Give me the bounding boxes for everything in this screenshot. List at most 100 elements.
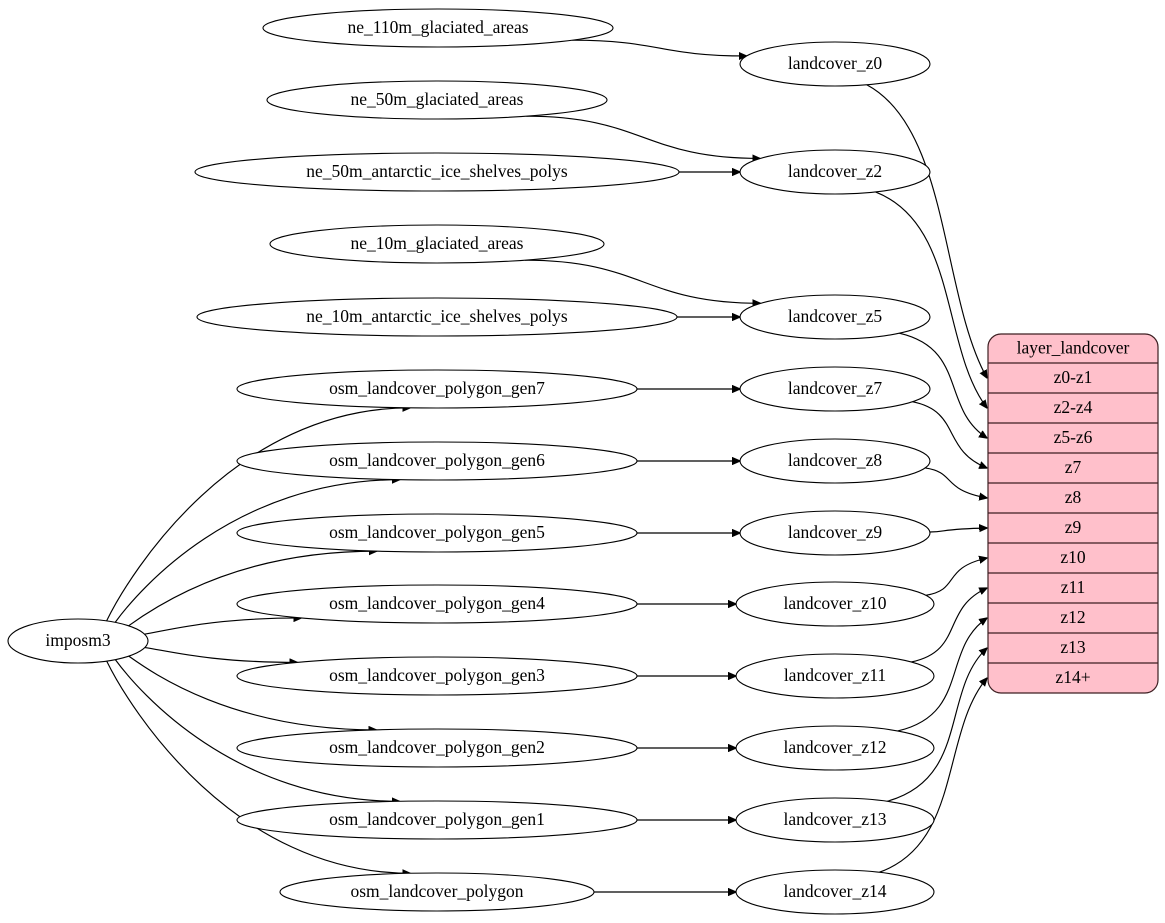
node-label-landcover_z8: landcover_z8 bbox=[788, 450, 883, 470]
node-shape-root bbox=[7, 618, 149, 664]
edge-ne_110m_glaciated_areas-to-landcover_z0 bbox=[572, 39, 746, 56]
node-shape-mid bbox=[739, 438, 931, 484]
edge-landcover_z7-to-layer_landcover-z7 bbox=[912, 401, 987, 468]
node-landcover_z14[interactable]: landcover_z14 bbox=[735, 869, 935, 915]
node-shape-mid bbox=[735, 869, 935, 915]
node-label-ne_110m_glaciated_areas: ne_110m_glaciated_areas bbox=[347, 17, 528, 37]
node-shape-mid bbox=[735, 725, 935, 771]
node-shape-source bbox=[269, 224, 605, 264]
node-label-osm_landcover_polygon_gen2: osm_landcover_polygon_gen2 bbox=[329, 737, 545, 757]
node-shape-source bbox=[236, 800, 638, 840]
edges-layer bbox=[106, 39, 987, 892]
node-label-ne_10m_antarctic_ice_shelves_polys: ne_10m_antarctic_ice_shelves_polys bbox=[306, 306, 568, 326]
node-osm_landcover_polygon_gen7[interactable]: osm_landcover_polygon_gen7 bbox=[236, 369, 638, 409]
edge-imposm3-to-osm_landcover_polygon_gen5 bbox=[128, 551, 377, 627]
edge-imposm3-to-osm_landcover_polygon_gen1 bbox=[114, 659, 399, 802]
node-shape-mid bbox=[735, 653, 935, 699]
node-landcover_z8[interactable]: landcover_z8 bbox=[739, 438, 931, 484]
edge-imposm3-to-osm_landcover_polygon_gen6 bbox=[114, 480, 400, 623]
record-header-label: layer_landcover bbox=[1017, 338, 1130, 358]
node-shape-source bbox=[266, 80, 608, 120]
node-osm_landcover_polygon_gen1[interactable]: osm_landcover_polygon_gen1 bbox=[236, 800, 638, 840]
node-shape-source bbox=[236, 728, 638, 768]
node-landcover_z2[interactable]: landcover_z2 bbox=[739, 149, 931, 195]
node-osm_landcover_polygon_gen3[interactable]: osm_landcover_polygon_gen3 bbox=[236, 656, 638, 696]
node-label-landcover_z0: landcover_z0 bbox=[788, 53, 883, 73]
node-ne_10m_antarctic_ice_shelves_polys[interactable]: ne_10m_antarctic_ice_shelves_polys bbox=[196, 297, 678, 337]
node-shape-mid bbox=[739, 149, 931, 195]
node-shape-source bbox=[236, 584, 638, 624]
record-node-layer: layer_landcoverz0-z1z2-z4z5-z6z7z8z9z10z… bbox=[987, 333, 1159, 694]
edge-landcover_z5-to-layer_landcover-z5-z6 bbox=[899, 332, 987, 438]
node-landcover_z10[interactable]: landcover_z10 bbox=[735, 581, 935, 627]
node-label-osm_landcover_polygon_gen1: osm_landcover_polygon_gen1 bbox=[329, 809, 545, 829]
node-landcover_z11[interactable]: landcover_z11 bbox=[735, 653, 935, 699]
edge-imposm3-to-osm_landcover_polygon_gen4 bbox=[144, 618, 302, 635]
edge-landcover_z13-to-layer_landcover-z13 bbox=[887, 648, 987, 802]
node-ne_50m_glaciated_areas[interactable]: ne_50m_glaciated_areas bbox=[266, 80, 608, 120]
edge-ne_50m_glaciated_areas-to-landcover_z2 bbox=[526, 115, 760, 158]
node-label-osm_landcover_polygon_gen5: osm_landcover_polygon_gen5 bbox=[329, 522, 545, 542]
node-osm_landcover_polygon_gen2[interactable]: osm_landcover_polygon_gen2 bbox=[236, 728, 638, 768]
node-landcover_z0[interactable]: landcover_z0 bbox=[739, 41, 931, 87]
node-shape-mid bbox=[739, 510, 931, 556]
node-shape-source bbox=[262, 8, 614, 48]
edge-landcover_z0-to-layer_landcover-z0-z1 bbox=[866, 84, 987, 378]
edge-landcover_z9-to-layer_landcover-z9 bbox=[929, 528, 987, 533]
node-shape-source bbox=[236, 656, 638, 696]
node-ne_10m_glaciated_areas[interactable]: ne_10m_glaciated_areas bbox=[269, 224, 605, 264]
node-label-osm_landcover_polygon_gen7: osm_landcover_polygon_gen7 bbox=[329, 378, 545, 398]
node-label-landcover_z9: landcover_z9 bbox=[788, 522, 883, 542]
node-label-landcover_z7: landcover_z7 bbox=[788, 378, 883, 398]
node-label-ne_50m_glaciated_areas: ne_50m_glaciated_areas bbox=[351, 89, 524, 109]
edge-imposm3-to-osm_landcover_polygon_gen2 bbox=[128, 655, 376, 730]
node-label-osm_landcover_polygon_gen6: osm_landcover_polygon_gen6 bbox=[329, 450, 545, 470]
node-osm_landcover_polygon_gen6[interactable]: osm_landcover_polygon_gen6 bbox=[236, 441, 638, 481]
node-shape-mid bbox=[735, 581, 935, 627]
node-osm_landcover_polygon[interactable]: osm_landcover_polygon bbox=[279, 872, 595, 912]
node-shape-mid bbox=[735, 797, 935, 843]
node-landcover_z12[interactable]: landcover_z12 bbox=[735, 725, 935, 771]
node-shape-source bbox=[236, 441, 638, 481]
node-landcover_z13[interactable]: landcover_z13 bbox=[735, 797, 935, 843]
record-row-label-z2-z4: z2-z4 bbox=[1054, 397, 1093, 417]
node-ne_110m_glaciated_areas[interactable]: ne_110m_glaciated_areas bbox=[262, 8, 614, 48]
node-ne_50m_antarctic_ice_shelves_polys[interactable]: ne_50m_antarctic_ice_shelves_polys bbox=[194, 152, 680, 192]
node-landcover_z5[interactable]: landcover_z5 bbox=[739, 294, 931, 340]
node-label-ne_10m_glaciated_areas: ne_10m_glaciated_areas bbox=[351, 233, 524, 253]
node-shape-mid bbox=[739, 366, 931, 412]
node-label-osm_landcover_polygon: osm_landcover_polygon bbox=[350, 881, 523, 901]
node-label-landcover_z12: landcover_z12 bbox=[783, 737, 886, 757]
node-label-landcover_z2: landcover_z2 bbox=[788, 161, 882, 181]
node-label-osm_landcover_polygon_gen4: osm_landcover_polygon_gen4 bbox=[329, 593, 545, 613]
node-label-landcover_z5: landcover_z5 bbox=[788, 306, 883, 326]
node-label-imposm3: imposm3 bbox=[45, 630, 110, 650]
edge-landcover_z11-to-layer_landcover-z11 bbox=[911, 588, 987, 663]
edge-imposm3-to-osm_landcover_polygon_gen7 bbox=[106, 408, 411, 622]
edge-landcover_z10-to-layer_landcover-z10 bbox=[925, 558, 987, 596]
record-row-label-z7: z7 bbox=[1065, 457, 1082, 477]
record-row-label-z9: z9 bbox=[1065, 517, 1082, 537]
node-imposm3[interactable]: imposm3 bbox=[7, 618, 149, 664]
node-label-landcover_z11: landcover_z11 bbox=[784, 665, 886, 685]
node-shape-source bbox=[194, 152, 680, 192]
node-osm_landcover_polygon_gen4[interactable]: osm_landcover_polygon_gen4 bbox=[236, 584, 638, 624]
node-shape-source bbox=[196, 297, 678, 337]
node-label-landcover_z13: landcover_z13 bbox=[783, 809, 886, 829]
node-label-osm_landcover_polygon_gen3: osm_landcover_polygon_gen3 bbox=[329, 665, 545, 685]
record-row-label-z8: z8 bbox=[1065, 487, 1082, 507]
edge-landcover_z14-to-layer_landcover-z14- bbox=[878, 678, 987, 873]
node-landcover_z9[interactable]: landcover_z9 bbox=[739, 510, 931, 556]
node-shape-source bbox=[236, 369, 638, 409]
node-landcover_z7[interactable]: landcover_z7 bbox=[739, 366, 931, 412]
edge-landcover_z8-to-layer_landcover-z8 bbox=[925, 467, 987, 498]
record-row-label-z14plus: z14+ bbox=[1055, 667, 1090, 687]
edge-ne_10m_glaciated_areas-to-landcover_z5 bbox=[525, 259, 760, 303]
node-shape-mid bbox=[739, 294, 931, 340]
node-osm_landcover_polygon_gen5[interactable]: osm_landcover_polygon_gen5 bbox=[236, 513, 638, 553]
node-shape-source bbox=[236, 513, 638, 553]
edge-imposm3-to-osm_landcover_polygon_gen3 bbox=[144, 646, 298, 663]
record-node-layer-landcover[interactable]: layer_landcoverz0-z1z2-z4z5-z6z7z8z9z10z… bbox=[987, 333, 1159, 694]
nodes-layer: ne_110m_glaciated_areas ne_50m_glaciated_… bbox=[7, 8, 935, 915]
